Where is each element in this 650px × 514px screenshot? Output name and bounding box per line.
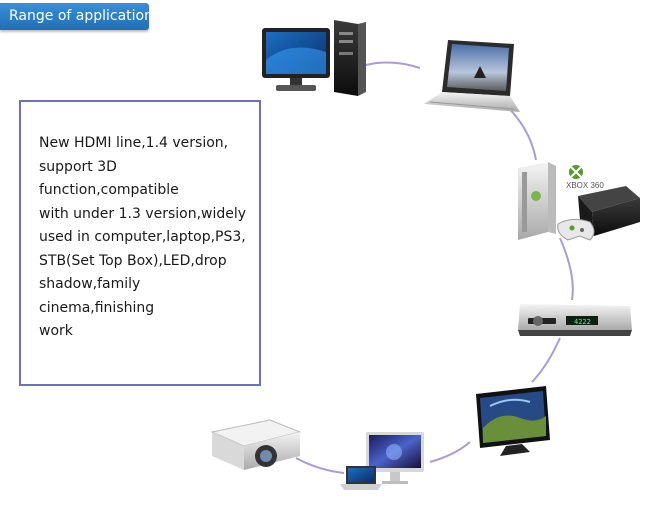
xbox-logo-icon bbox=[569, 165, 583, 179]
description-line: used in computer,laptop,PS3, bbox=[39, 229, 246, 245]
description-line: work bbox=[39, 323, 73, 339]
description-line: shadow,family cinema,finishing bbox=[39, 276, 155, 316]
led-tv-icon bbox=[476, 386, 550, 456]
description-line: support 3D function,compatible bbox=[39, 158, 179, 199]
description-text: New HDMI line,1.4 version, support 3D fu… bbox=[39, 132, 259, 344]
desktop-computer-icon bbox=[262, 20, 366, 96]
small-laptop-icon bbox=[340, 466, 382, 490]
description-box: New HDMI line,1.4 version, support 3D fu… bbox=[19, 100, 261, 386]
xbox-360-badge-text: XBOX 360 bbox=[566, 181, 604, 190]
description-line: STB(Set Top Box),LED,drop bbox=[39, 252, 227, 269]
description-line: New HDMI line,1.4 version, bbox=[39, 135, 229, 151]
projector-icon bbox=[210, 419, 302, 470]
stb-display-readout: 4222 bbox=[574, 318, 591, 326]
game-controller-icon bbox=[557, 218, 595, 241]
section-header-tag: Range of application bbox=[0, 3, 153, 30]
laptop-icon bbox=[424, 40, 520, 112]
xbox-360-console-icon bbox=[518, 162, 556, 240]
description-line: with under 1.3 version,widely bbox=[39, 205, 247, 222]
section-title: Range of application bbox=[9, 8, 153, 24]
monitor-icon bbox=[366, 432, 424, 484]
set-top-box-icon: 4222 bbox=[518, 304, 632, 336]
